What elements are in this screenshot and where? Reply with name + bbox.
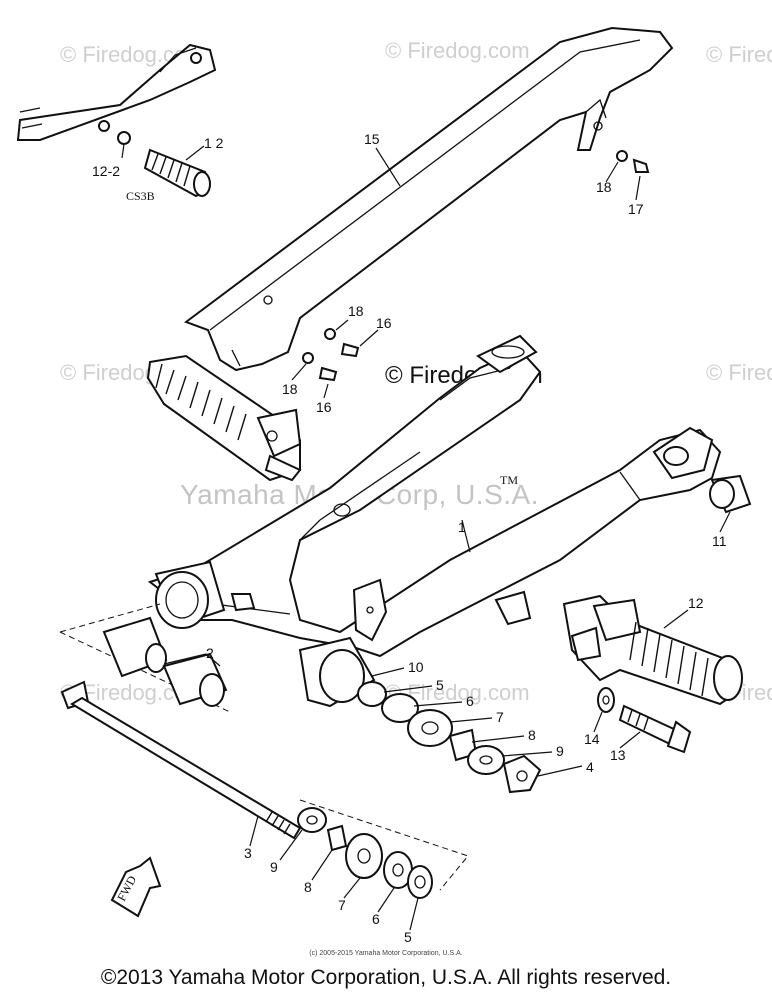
washer-14: [597, 687, 615, 713]
callout-11: 11: [712, 533, 727, 549]
callout-16: 16: [316, 399, 332, 415]
watermark: © Firedog.com: [706, 42, 772, 67]
footrest-peg-left: [146, 354, 302, 482]
forward-arrow-icon: FWD: [110, 856, 162, 918]
callout-12: 12: [688, 595, 704, 611]
callout-12-2: 12-2: [92, 163, 120, 179]
callout-3: 3: [244, 845, 252, 861]
callout-7: 7: [338, 897, 346, 913]
watermark: © Firedog.com: [706, 360, 772, 385]
callout-9: 9: [270, 859, 278, 875]
callout-6: 6: [372, 911, 380, 927]
pivot-shaft-stack-left: [297, 799, 469, 899]
callout-10: 10: [408, 659, 424, 675]
callout-17: 17: [628, 201, 644, 217]
watermark-tm: TM: [500, 473, 518, 487]
callout-13: 13: [610, 747, 626, 763]
callout-9: 9: [556, 743, 564, 759]
small-copyright: (c) 2005-2015 Yamaha Motor Corporation, …: [309, 950, 463, 957]
callout-18: 18: [282, 381, 298, 397]
footrest-peg-inset: [143, 148, 211, 198]
callout-18: 18: [348, 303, 364, 319]
inset-cs3b: 1 2 12-2 CS3B: [16, 43, 224, 203]
pivot-shaft: [60, 680, 302, 840]
callout-8: 8: [528, 727, 536, 743]
bushing-11: [709, 474, 752, 514]
footrest-peg-right: [562, 594, 743, 706]
callout-2: 2: [206, 645, 214, 661]
callout-5: 5: [404, 929, 412, 945]
callout-12-inset: 1 2: [204, 135, 224, 151]
callout-4: 4: [586, 759, 594, 775]
callout-15: 15: [364, 131, 380, 147]
chain-case: [183, 26, 674, 372]
bolt-13: [618, 704, 692, 754]
bolt-set-chain-case: [302, 150, 650, 382]
callout-6: 6: [466, 693, 474, 709]
footer-copyright: ©2013 Yamaha Motor Corporation, U.S.A. A…: [100, 966, 672, 989]
callout-1: 1: [458, 519, 466, 535]
callout-18: 18: [596, 179, 612, 195]
pivot-bushing: [59, 560, 231, 713]
callout-16: 16: [376, 315, 392, 331]
callout-8: 8: [304, 879, 312, 895]
callout-7: 7: [496, 709, 504, 725]
callout-5: 5: [436, 677, 444, 693]
swing-arm: [147, 334, 722, 658]
callout-14: 14: [584, 731, 600, 747]
watermark: © Firedog.com: [385, 38, 530, 63]
inset-label: CS3B: [126, 189, 155, 203]
pivot-shaft-stack-right: [298, 636, 542, 794]
